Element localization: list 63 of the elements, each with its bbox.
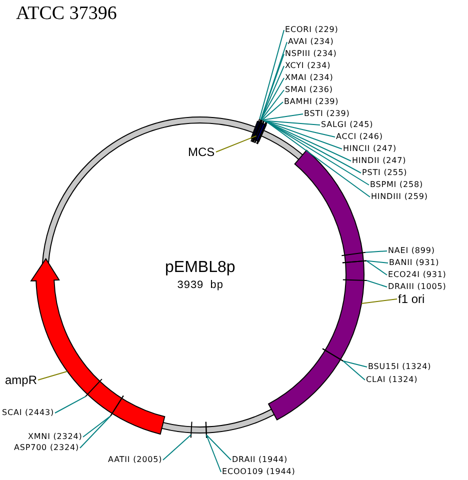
plasmid-name: pEMBL8p bbox=[165, 259, 236, 277]
restriction-site-label: NAEI (899) bbox=[388, 246, 435, 256]
restriction-site-label: ECO24I (931) bbox=[388, 270, 446, 280]
restriction-site-label: AVAI (234) bbox=[288, 37, 334, 47]
leader-line bbox=[264, 120, 352, 162]
leader-line bbox=[162, 434, 192, 460]
restriction-site-label: ASP700 (2324) bbox=[14, 443, 79, 453]
restriction-site-label: HINDII (247) bbox=[352, 156, 406, 166]
leader-line bbox=[263, 120, 320, 126]
leader-line bbox=[366, 260, 388, 264]
leader-line bbox=[206, 434, 232, 460]
leader-line bbox=[266, 121, 362, 174]
feature-label: MCS bbox=[188, 145, 215, 159]
leader-line bbox=[366, 280, 388, 288]
leader-line bbox=[264, 120, 342, 150]
restriction-site-label: SALGI (245) bbox=[321, 120, 374, 130]
restriction-site-label: SMAI (236) bbox=[285, 85, 333, 95]
leader-line bbox=[263, 120, 336, 138]
leader-line bbox=[266, 121, 370, 186]
leader-line bbox=[260, 54, 284, 120]
restriction-site-label: HINCII (247) bbox=[343, 144, 397, 154]
leader-line bbox=[54, 396, 86, 414]
restriction-site-label: XMNI (2324) bbox=[28, 432, 82, 442]
leader-line bbox=[266, 122, 370, 198]
leader-line bbox=[82, 416, 112, 438]
leader-line bbox=[361, 298, 398, 304]
leader-line bbox=[260, 78, 284, 120]
feature-label: ampR bbox=[5, 373, 38, 387]
restriction-site-label: BSTI (239) bbox=[304, 109, 350, 119]
title: ATCC 37396 bbox=[16, 3, 117, 25]
leader-line bbox=[366, 260, 388, 276]
restriction-site-label: DRAII (1944) bbox=[232, 455, 288, 465]
leader-line bbox=[38, 370, 68, 380]
leader-line bbox=[260, 90, 284, 120]
leader-line bbox=[206, 434, 222, 472]
restriction-site-label: CLAI (1324) bbox=[366, 375, 418, 385]
restriction-site-label: SCAI (2443) bbox=[2, 408, 54, 418]
leader-line bbox=[216, 135, 257, 152]
restriction-site-label: PSTI (255) bbox=[362, 168, 408, 178]
restriction-site-label: XCYI (234) bbox=[285, 61, 331, 71]
restriction-site-label: BSU15I (1324) bbox=[368, 362, 432, 372]
restriction-site-label: ECOO109 (1944) bbox=[222, 467, 296, 477]
leader-line bbox=[342, 360, 368, 368]
restriction-site-label: BAMHI (239) bbox=[284, 97, 339, 107]
restriction-site-label: NSPIII (234) bbox=[285, 49, 337, 59]
leader-line bbox=[260, 66, 284, 120]
feature-label: f1 ori bbox=[398, 292, 425, 306]
restriction-site-label: AATII (2005) bbox=[108, 455, 162, 465]
restriction-site-label: DRAIII (1005) bbox=[388, 282, 446, 292]
leader-line bbox=[259, 30, 284, 120]
restriction-site-label: XMAI (234) bbox=[285, 73, 334, 83]
leader-line bbox=[364, 250, 388, 253]
leader-line bbox=[342, 360, 366, 380]
restriction-site-label: HINDIII (259) bbox=[371, 192, 428, 202]
feature-arc bbox=[250, 118, 268, 145]
restriction-site-label: BANII (931) bbox=[389, 258, 440, 268]
leader-line bbox=[262, 114, 304, 121]
plasmid-size: 3939 bp bbox=[177, 280, 224, 292]
leader-line bbox=[80, 416, 112, 448]
leader-line bbox=[262, 102, 284, 121]
restriction-site-label: ECORI (229) bbox=[285, 25, 338, 35]
restriction-site-label: BSPMI (258) bbox=[370, 180, 423, 190]
restriction-site-label: ACCI (246) bbox=[336, 132, 383, 142]
